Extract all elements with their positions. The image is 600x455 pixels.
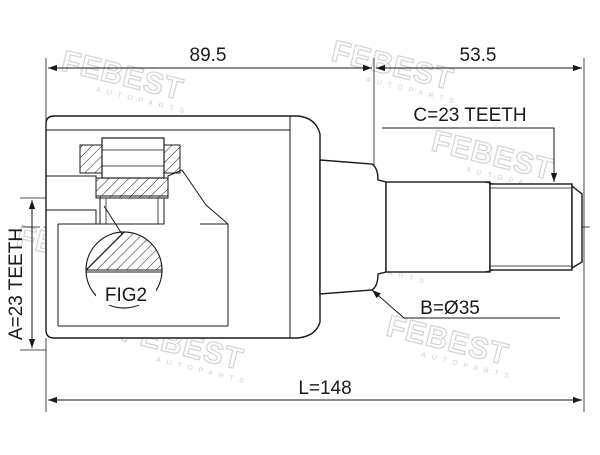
detail-fig2: FIG2 xyxy=(85,205,163,309)
spline-lines xyxy=(483,181,572,273)
housing-length-label: 89.5 xyxy=(190,45,227,66)
total-length-label: L=148 xyxy=(298,378,351,399)
seal-diameter-label: B=Ø35 xyxy=(420,298,480,319)
inner-spline-label: A=23 TEETH xyxy=(6,228,27,340)
shaft-length-label: 53.5 xyxy=(460,45,497,66)
watermark: FEBEST AUTOPARTS xyxy=(58,44,191,116)
watermark: FEBEST AUTOPARTS xyxy=(328,34,461,106)
inner-race xyxy=(79,137,181,225)
shaft xyxy=(319,159,583,295)
leader-outer-spline xyxy=(382,127,558,182)
dimension-labels: 89.5 53.5 C=23 TEETH B=Ø35 L=148 A=23 TE… xyxy=(6,45,527,399)
leader-seal-diameter xyxy=(371,289,560,319)
housing-details xyxy=(46,116,291,338)
extension-lines xyxy=(20,58,585,412)
outer-spline-label: C=23 TEETH xyxy=(413,105,526,126)
dimension-lines xyxy=(28,64,582,404)
detail-label: FIG2 xyxy=(105,285,147,306)
watermark: FEBEST AUTOPARTS xyxy=(383,309,516,381)
